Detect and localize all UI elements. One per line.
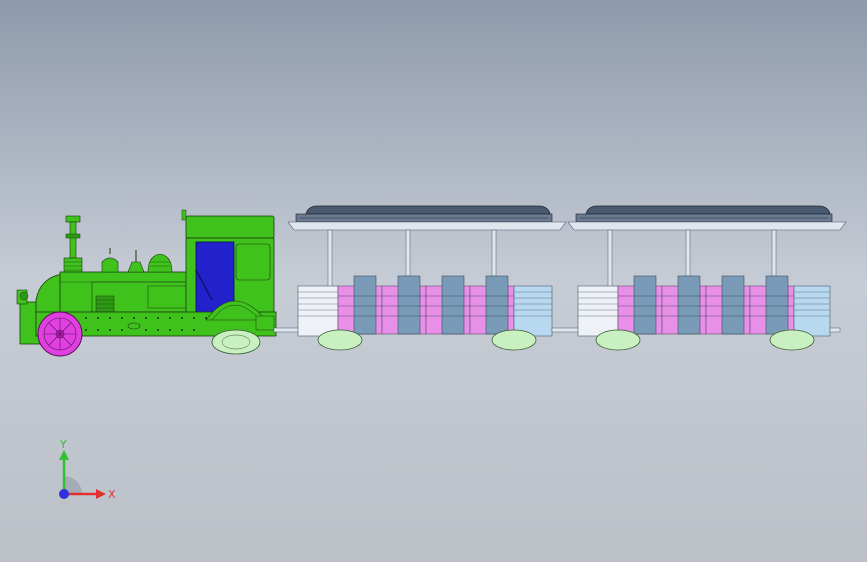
canopy-roof [567, 205, 847, 231]
carriage-1[interactable] [287, 205, 581, 351]
seat-rows [617, 275, 795, 335]
rear-end-panel [793, 285, 831, 337]
y-axis-label: Y [59, 438, 67, 451]
canopy-roof [287, 205, 567, 231]
triad-plane-marker [64, 476, 82, 494]
z-axis-dot [59, 489, 69, 499]
chimney [63, 215, 83, 275]
seat-rows [337, 275, 515, 335]
coordinate-triad: Y X [59, 438, 116, 501]
carriage-2[interactable] [567, 205, 847, 351]
steam-domes [101, 248, 173, 273]
x-axis-label: X [108, 488, 116, 501]
rear-end-panel [513, 285, 553, 337]
front-end-panel [577, 285, 619, 337]
locomotive[interactable] [16, 209, 301, 357]
trailing-wheel [211, 329, 261, 355]
front-end-panel [297, 285, 339, 337]
drive-wheel [37, 311, 83, 357]
